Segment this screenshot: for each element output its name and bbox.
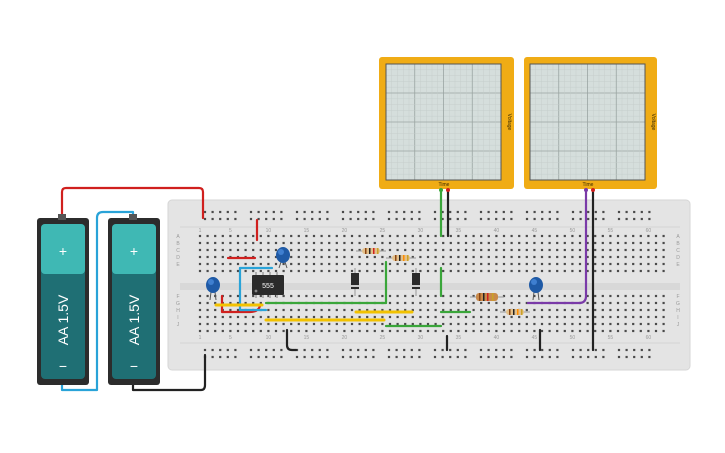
column-number: 5 [229,335,232,341]
column-number: 15 [304,335,310,341]
row-letter: G [176,301,180,307]
column-number: 45 [532,228,538,234]
resistor-1[interactable] [356,248,386,254]
column-number: 50 [570,335,576,341]
row-letter: D [176,255,180,261]
column-number: 25 [380,228,386,234]
resistor-4[interactable] [500,309,530,315]
oscilloscope-2-time-label: Time [583,182,594,188]
wire-purple-scope2[interactable] [526,186,588,305]
column-number: 20 [342,335,348,341]
column-number: 35 [456,228,462,234]
column-number: 60 [646,228,652,234]
resistor-2[interactable] [386,255,416,261]
row-letter: A [176,234,180,240]
wire-red-loop[interactable] [220,294,262,314]
row-letter: F [176,294,179,300]
column-number: 55 [608,335,614,341]
column-number: 10 [266,335,272,341]
column-number: 20 [342,228,348,234]
column-number: 50 [570,228,576,234]
battery-2-label: AA 1.5V [126,294,142,345]
row-letter: J [177,322,180,328]
capacitor-3[interactable] [529,277,543,301]
column-number: 55 [608,228,614,234]
wire-blue-between-batteries[interactable] [60,210,135,392]
battery-1[interactable]: + − AA 1.5V [37,214,89,385]
battery-1-plus: + [59,243,67,259]
column-number: 60 [646,335,652,341]
row-letter: E [176,262,180,268]
row-letter: B [176,241,180,247]
oscilloscope-2-voltage-label: Voltage [650,114,656,131]
battery-2-plus: + [130,243,138,259]
row-letter: C [676,248,680,254]
wires [60,186,595,392]
column-number: 35 [456,335,462,341]
column-number: 25 [380,335,386,341]
column-number: 5 [229,228,232,234]
row-letter: J [677,322,680,328]
column-number: 10 [266,228,272,234]
row-letter: H [676,308,680,314]
wire-black-chip-down[interactable] [285,328,298,352]
row-letter: C [176,248,180,254]
battery-1-minus: − [59,358,67,374]
battery-2[interactable]: + − AA 1.5V [108,214,160,385]
oscilloscope-2[interactable]: Time Voltage [524,57,657,192]
capacitor-2[interactable] [206,277,220,301]
column-number: 1 [199,335,202,341]
battery-2-minus: − [130,358,138,374]
row-letter: G [676,301,680,307]
capacitor-1[interactable] [276,247,290,269]
column-number: 1 [199,228,202,234]
diode-1[interactable] [351,268,359,296]
column-number: 40 [494,228,500,234]
column-number: 15 [304,228,310,234]
oscilloscope-1-time-label: Time [439,182,450,188]
breadboard: 1155101015152020252530303535404045455050… [167,199,691,371]
components: 555 [206,247,543,315]
chip-label: 555 [262,283,274,290]
oscilloscope-1[interactable]: Time Voltage [379,57,514,192]
wire-red-battery2[interactable] [98,214,133,218]
wire-red-battery-to-rail[interactable] [60,186,205,220]
row-letter: I [677,315,678,321]
column-number: 40 [494,335,500,341]
column-number: 30 [418,335,424,341]
diode-2[interactable] [412,268,420,296]
row-letter: H [176,308,180,314]
row-letter: D [676,255,680,261]
column-number: 30 [418,228,424,234]
column-number: 45 [532,335,538,341]
oscilloscope-1-voltage-label: Voltage [506,114,512,131]
wire-black-battery-to-rail[interactable] [131,353,207,392]
battery-1-label: AA 1.5V [55,294,71,345]
ic-555-chip[interactable]: 555 [252,272,284,298]
row-letter: I [177,315,178,321]
resistor-3[interactable] [470,293,504,301]
row-letter: A [676,234,680,240]
row-letter: F [676,294,679,300]
row-letter: E [676,262,680,268]
row-letter: B [676,241,680,247]
